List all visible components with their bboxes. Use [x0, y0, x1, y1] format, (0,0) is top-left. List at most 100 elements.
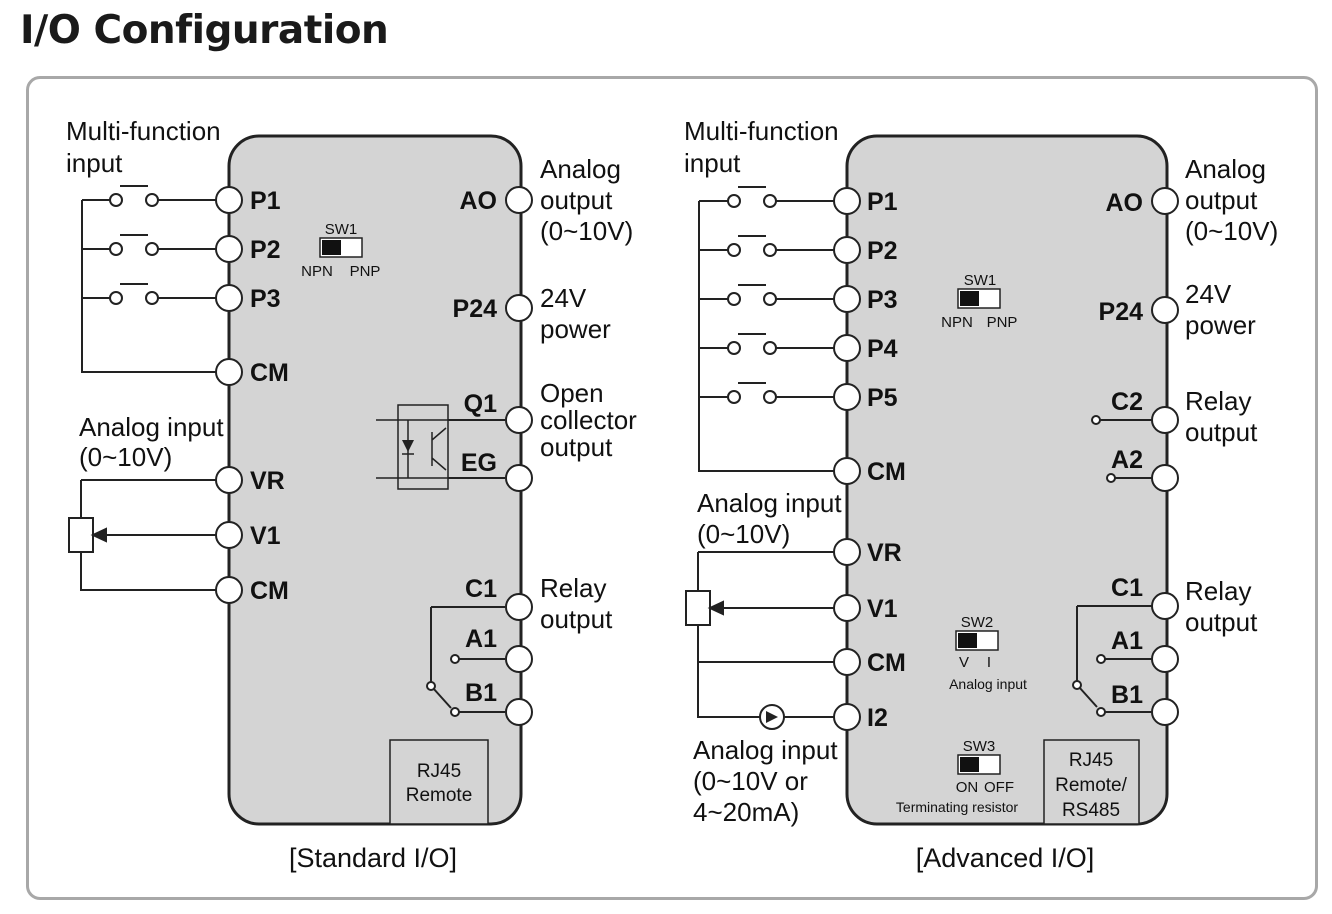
adv-label-b1: B1	[1111, 681, 1143, 709]
adv-sw2-i: I	[987, 654, 991, 671]
std-relay-desc-1: Relay	[540, 573, 606, 603]
terminal-adv-cm-analog	[833, 648, 861, 676]
adv-ao-desc-3: (0~10V)	[1185, 216, 1278, 246]
terminal-adv-cm	[833, 457, 861, 485]
adv-label-cm2: CM	[867, 649, 906, 677]
std-label-eg: EG	[461, 449, 497, 477]
std-label-q1: Q1	[464, 390, 497, 418]
std-analog-label-1: Analog input	[79, 412, 224, 442]
rj45-port	[389, 739, 489, 825]
adv-label-ao: AO	[1106, 189, 1144, 217]
advanced-potentiometer	[685, 551, 834, 730]
adv-analog2-label-1: Analog input	[693, 735, 838, 765]
adv-label-i2: I2	[867, 704, 888, 732]
terminal-cm-analog	[215, 576, 243, 604]
std-oc-desc-3: output	[540, 432, 613, 462]
terminal-b1	[505, 698, 533, 726]
terminal-v1	[215, 521, 243, 549]
std-label-p1: P1	[250, 187, 281, 215]
advanced-sw3-switch	[957, 754, 1001, 775]
adv-sw2-sub: Analog input	[949, 676, 1027, 692]
standard-input-switches	[81, 185, 216, 373]
std-label-a1: A1	[465, 625, 497, 653]
adv-label-vr: VR	[867, 539, 902, 567]
terminal-p2	[215, 235, 243, 263]
std-p24-desc-1: 24V	[540, 283, 587, 313]
terminal-adv-ao	[1151, 187, 1179, 215]
adv-rj45-line-3: RS485	[1062, 800, 1120, 821]
adv-analog2-label-3: 4~20mA)	[693, 797, 799, 827]
terminal-adv-v1	[833, 594, 861, 622]
standard-caption: [Standard I/O]	[289, 843, 457, 873]
adv-label-c2: C2	[1111, 388, 1143, 416]
std-label-p24: P24	[453, 295, 498, 323]
std-ao-desc-2: output	[540, 185, 613, 215]
std-rj45-line-1: RJ45	[417, 761, 461, 782]
terminal-eg	[505, 464, 533, 492]
advanced-input-switches	[698, 186, 834, 472]
adv-relay1-desc-1: Relay	[1185, 386, 1251, 416]
terminal-adv-a1	[1151, 645, 1179, 673]
adv-sw3-off: OFF	[984, 779, 1014, 796]
adv-relay1-desc-2: output	[1185, 417, 1258, 447]
standard-io	[68, 134, 533, 826]
std-p24-desc-2: power	[540, 314, 611, 344]
std-mf-label-2: input	[66, 148, 123, 178]
std-label-cm: CM	[250, 359, 289, 387]
adv-sw1-title: SW1	[964, 272, 997, 289]
terminal-adv-b1	[1151, 698, 1179, 726]
advanced-relay1-contacts	[1091, 415, 1152, 483]
std-oc-desc-1: Open	[540, 378, 604, 408]
adv-p24-desc-2: power	[1185, 310, 1256, 340]
terminal-adv-c1	[1151, 592, 1179, 620]
adv-rj45-line-2: Remote/	[1055, 775, 1128, 796]
std-label-vr: VR	[250, 467, 285, 495]
terminal-adv-vr	[833, 538, 861, 566]
adv-mf-label-1: Multi-function	[684, 116, 839, 146]
terminal-adv-p4	[833, 334, 861, 362]
terminal-adv-p5	[833, 383, 861, 411]
terminal-cm	[215, 358, 243, 386]
adv-sw3-on: ON	[956, 779, 979, 796]
adv-label-p4: P4	[867, 335, 898, 363]
adv-label-p1: P1	[867, 188, 898, 216]
adv-analog-label-1: Analog input	[697, 488, 842, 518]
adv-sw3-sub: Terminating resistor	[896, 799, 1018, 815]
adv-analog-label-2: (0~10V)	[697, 519, 790, 549]
std-analog-label-2: (0~10V)	[79, 442, 172, 472]
adv-sw2-title: SW2	[961, 614, 994, 631]
std-sw1-title: SW1	[325, 221, 358, 238]
adv-label-c1: C1	[1111, 574, 1143, 602]
adv-label-cm: CM	[867, 458, 906, 486]
terminal-adv-c2	[1151, 406, 1179, 434]
advanced-relay2-contacts	[1072, 605, 1152, 717]
terminal-adv-i2	[833, 703, 861, 731]
std-label-p3: P3	[250, 285, 281, 313]
std-rj45-line-2: Remote	[406, 785, 473, 806]
terminal-q1	[505, 406, 533, 434]
optocoupler-icon	[376, 404, 505, 490]
adv-sw2-v: V	[959, 654, 969, 671]
adv-label-a1: A1	[1111, 627, 1143, 655]
adv-label-p2: P2	[867, 237, 898, 265]
rj45-rs485-port	[1043, 739, 1140, 825]
std-ao-desc-3: (0~10V)	[540, 216, 633, 246]
std-label-cm2: CM	[250, 577, 289, 605]
terminal-adv-p2	[833, 236, 861, 264]
adv-relay2-desc-2: output	[1185, 607, 1258, 637]
adv-label-v1: V1	[867, 595, 898, 623]
adv-relay2-desc-1: Relay	[1185, 576, 1251, 606]
terminal-a1	[505, 645, 533, 673]
terminal-p3	[215, 284, 243, 312]
adv-sw1-npn: NPN	[941, 314, 973, 331]
terminal-p1	[215, 186, 243, 214]
std-label-b1: B1	[465, 679, 497, 707]
terminal-c1	[505, 593, 533, 621]
page-title: I/O Configuration	[20, 8, 389, 53]
terminal-vr	[215, 466, 243, 494]
std-sw1-npn: NPN	[301, 263, 333, 280]
advanced-sw2-switch	[955, 630, 999, 651]
adv-ao-desc-1: Analog	[1185, 154, 1266, 184]
adv-label-p3: P3	[867, 286, 898, 314]
